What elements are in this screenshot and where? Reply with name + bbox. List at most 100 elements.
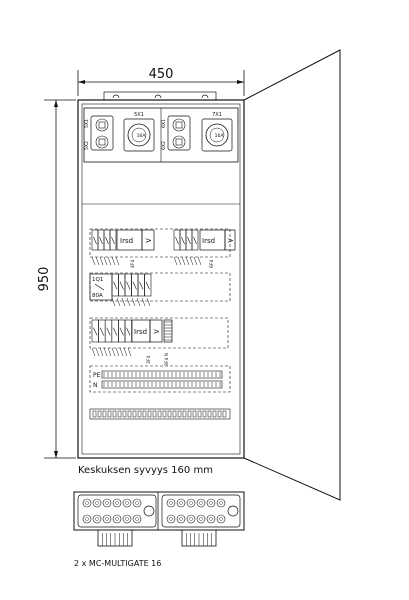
gland-frame: [77, 494, 157, 528]
breaker-toggle: [181, 236, 185, 245]
cable-entry-hole: [189, 501, 193, 505]
height-label: 950: [37, 267, 52, 292]
cable-entry-hole: [115, 501, 119, 505]
cable-entry-hole: [112, 498, 122, 508]
tick-mark: [111, 297, 116, 307]
cable-entry-hole: [105, 517, 109, 521]
large-entry-hole: [143, 505, 155, 517]
tick-mark: [103, 347, 108, 357]
cable-entry-hole: [216, 498, 226, 508]
cable-entry-hole: [189, 517, 193, 521]
rail-hole: [152, 410, 157, 418]
breaker-toggle: [139, 281, 144, 290]
tick-mark: [193, 256, 198, 266]
tick-mark: [111, 256, 116, 266]
tick-mark: [91, 256, 96, 266]
row1-left-device-label: Irsd: [120, 237, 133, 245]
rail-hole: [222, 410, 227, 418]
rail-holes: [92, 410, 227, 418]
socket-group-1: 5X1 5X2 5X1 16A: [84, 112, 155, 152]
cable-entry-hole: [219, 517, 223, 521]
rail-hole: [92, 410, 97, 418]
tick-mark: [181, 256, 186, 266]
breaker-toggle: [187, 236, 191, 245]
socket-group-2-rating: 16A: [215, 133, 225, 139]
cable-entry-hole: [82, 514, 92, 524]
tick-mark: [115, 347, 120, 357]
rail-hole: [157, 410, 162, 418]
bus-label-n: N: [93, 382, 98, 389]
breaker-toggle: [113, 281, 118, 290]
pe-bus-bar: [101, 370, 223, 379]
tick-mark: [107, 347, 112, 357]
chevron-right-icon: >: [227, 236, 234, 245]
cable-entry-hole: [105, 501, 109, 505]
rail-hole: [107, 410, 112, 418]
rail-hole: [97, 410, 102, 418]
rail-hole: [172, 410, 177, 418]
breaker-toggle: [175, 236, 179, 245]
cable-entry-hole: [169, 517, 173, 521]
bracket-ribs: [102, 533, 212, 546]
cable-entry-hole: [206, 498, 216, 508]
cable-entry-hole: [92, 498, 102, 508]
breaker: [109, 229, 117, 251]
cable-entry-hole: [112, 514, 122, 524]
tick-mark: [177, 256, 182, 266]
breaker-row-2: 1Q1 80A: [89, 272, 231, 307]
rail-hole: [142, 410, 147, 418]
cable-entry-hole: [102, 514, 112, 524]
bottom-view: [73, 491, 245, 547]
cable-entry-hole: [122, 514, 132, 524]
bus-label-pe: PE: [93, 372, 101, 379]
main-switch-rating: 80A: [92, 293, 103, 299]
cable-entry-hole: [199, 501, 203, 505]
tick-mark: [126, 297, 131, 307]
large-entry-hole: [227, 505, 239, 517]
tick-mark: [91, 347, 96, 357]
rail-hole: [167, 410, 172, 418]
rail-hole: [117, 410, 122, 418]
breaker-toggle: [99, 236, 103, 245]
socket-tag-2: 5X2: [84, 141, 90, 150]
rail-hole: [197, 410, 202, 418]
cable-entry-hole: [115, 517, 119, 521]
label-tick-marks: [91, 347, 132, 357]
socket-tag-4: 6X2: [161, 141, 167, 150]
row3-right-tag: 3F4 N: [164, 353, 170, 366]
row1-right-tag: 6F4: [209, 260, 215, 268]
cable-entry-hole: [216, 514, 226, 524]
breaker-toggle: [93, 236, 97, 245]
width-label: 450: [149, 67, 174, 82]
row1-left-tag: 4F4: [130, 260, 136, 268]
gland-frame: [161, 494, 241, 528]
cable-entry-hole: [85, 517, 89, 521]
breaker-toggle: [111, 236, 115, 245]
breaker-toggle: [193, 236, 197, 245]
socket-group-1-label: 5X1: [134, 112, 144, 118]
breaker: [124, 319, 132, 343]
breaker-toggle: [93, 327, 98, 336]
double-socket-icon: [90, 115, 114, 151]
cable-entry-hole: [186, 514, 196, 524]
breaker-toggle: [145, 281, 150, 290]
cabinet-door: [243, 49, 341, 501]
tick-mark: [99, 347, 104, 357]
cable-entry-hole: [179, 501, 183, 505]
cable-entry-hole: [196, 514, 206, 524]
socket-group-2-label: 7X1: [212, 112, 222, 118]
cable-entry-hole: [95, 517, 99, 521]
cable-entry-hole: [166, 498, 176, 508]
breaker: [144, 273, 152, 297]
label-tick-marks: [111, 297, 151, 307]
socket-group-1-rating: 16A: [137, 133, 147, 139]
chevron-right-icon: >: [145, 236, 152, 245]
tick-mark: [115, 256, 120, 266]
socket-tag-3: 6X1: [161, 119, 167, 128]
cable-entry-hole: [176, 514, 186, 524]
tick-mark: [107, 256, 112, 266]
n-bus-bar: [101, 380, 223, 389]
tick-mark: [121, 297, 126, 307]
